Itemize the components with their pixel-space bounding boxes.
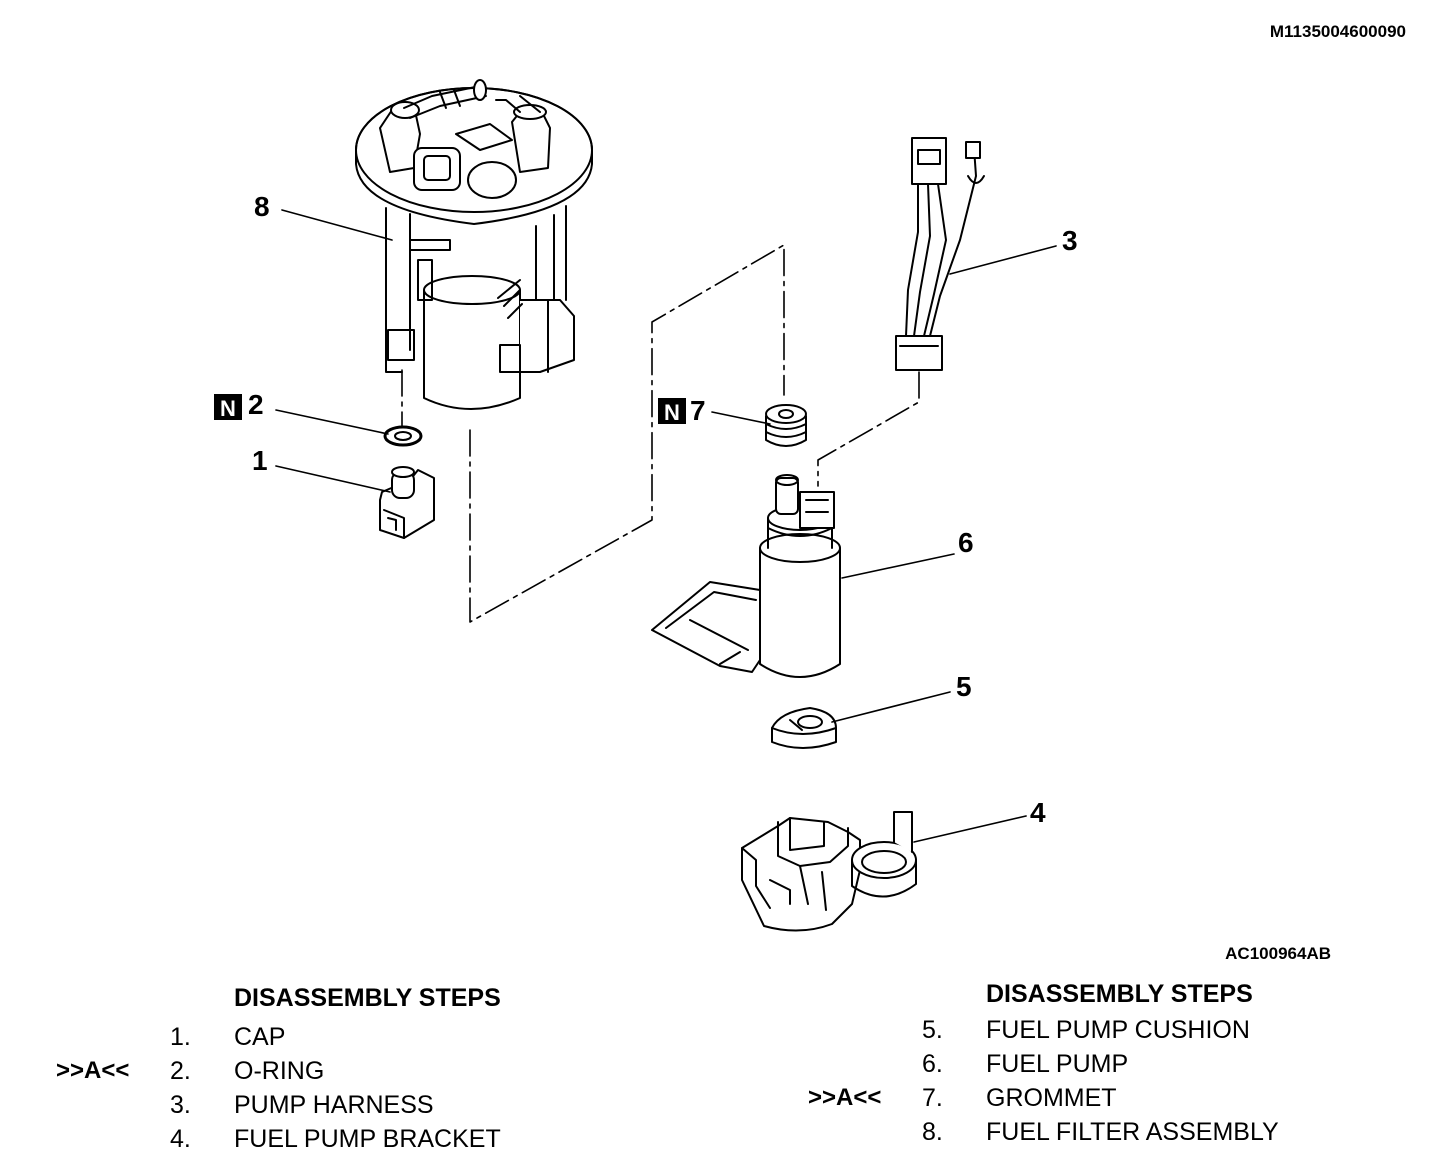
fuel-pump-bracket-drawing xyxy=(741,811,917,932)
o-ring-drawing xyxy=(383,425,423,447)
new-part-marker-7: N xyxy=(658,398,686,425)
step-label: FUEL PUMP CUSHION xyxy=(986,1016,1250,1044)
callout-1: 1 xyxy=(252,445,268,476)
step-number: 4. xyxy=(170,1125,191,1153)
figure-code: AC100964AB xyxy=(1225,944,1331,963)
callout-5: 5 xyxy=(956,671,972,702)
step-label: FUEL PUMP BRACKET xyxy=(234,1125,501,1153)
callout-6: 6 xyxy=(958,527,974,558)
step-label: FUEL PUMP xyxy=(986,1050,1129,1078)
step-row: 6. FUEL PUMP xyxy=(0,1047,1456,1081)
step-label: FUEL FILTER ASSEMBLY xyxy=(986,1118,1279,1146)
step-row: 4. FUEL PUMP BRACKET xyxy=(0,1122,700,1156)
service-point-mark: >>A<< xyxy=(808,1084,882,1111)
callout-labels: 8 2 1 3 7 6 5 4 xyxy=(248,191,1078,828)
step-number: 6. xyxy=(922,1050,943,1078)
step-row: 1. CAP xyxy=(0,1020,700,1054)
leader-lines xyxy=(275,209,1057,843)
step-number: 3. xyxy=(170,1091,191,1119)
cap-drawing xyxy=(379,466,435,539)
step-label: GROMMET xyxy=(986,1084,1117,1112)
pump-harness-drawing xyxy=(895,137,985,371)
grommet-drawing xyxy=(765,404,807,447)
step-number: 5. xyxy=(922,1016,943,1044)
step-number: 7. xyxy=(922,1084,943,1112)
callout-7: 7 xyxy=(690,395,706,426)
steps-heading: DISASSEMBLY STEPS xyxy=(986,980,1253,1008)
step-row: >>A<< 2. O-RING xyxy=(0,1054,700,1088)
callout-4: 4 xyxy=(1030,797,1046,828)
svg-text:N: N xyxy=(664,400,680,425)
step-row: 3. PUMP HARNESS xyxy=(0,1088,700,1122)
step-label: O-RING xyxy=(234,1057,325,1085)
step-label: PUMP HARNESS xyxy=(234,1091,434,1119)
document-code: M1135004600090 xyxy=(1269,22,1406,41)
fuel-pump-drawing xyxy=(651,474,841,678)
fuel-filter-assembly-drawing xyxy=(355,79,593,410)
step-row: 8. FUEL FILTER ASSEMBLY xyxy=(0,1115,1456,1149)
callout-2: 2 xyxy=(248,389,264,420)
steps-heading: DISASSEMBLY STEPS xyxy=(234,984,501,1012)
step-number: 2. xyxy=(170,1057,191,1085)
new-part-marker-2: N xyxy=(214,394,242,421)
step-row: >>A<< 7. GROMMET xyxy=(0,1081,1456,1115)
service-point-mark: >>A<< xyxy=(56,1057,130,1084)
callout-3: 3 xyxy=(1062,225,1078,256)
step-number: 8. xyxy=(922,1118,943,1146)
fuel-pump-cushion-drawing xyxy=(771,707,837,749)
svg-text:N: N xyxy=(220,396,236,421)
callout-8: 8 xyxy=(254,191,270,222)
step-number: 1. xyxy=(170,1023,191,1051)
step-label: CAP xyxy=(234,1023,286,1051)
assembly-guide-lines xyxy=(401,244,920,623)
step-row: 5. FUEL PUMP CUSHION xyxy=(0,1013,1456,1047)
